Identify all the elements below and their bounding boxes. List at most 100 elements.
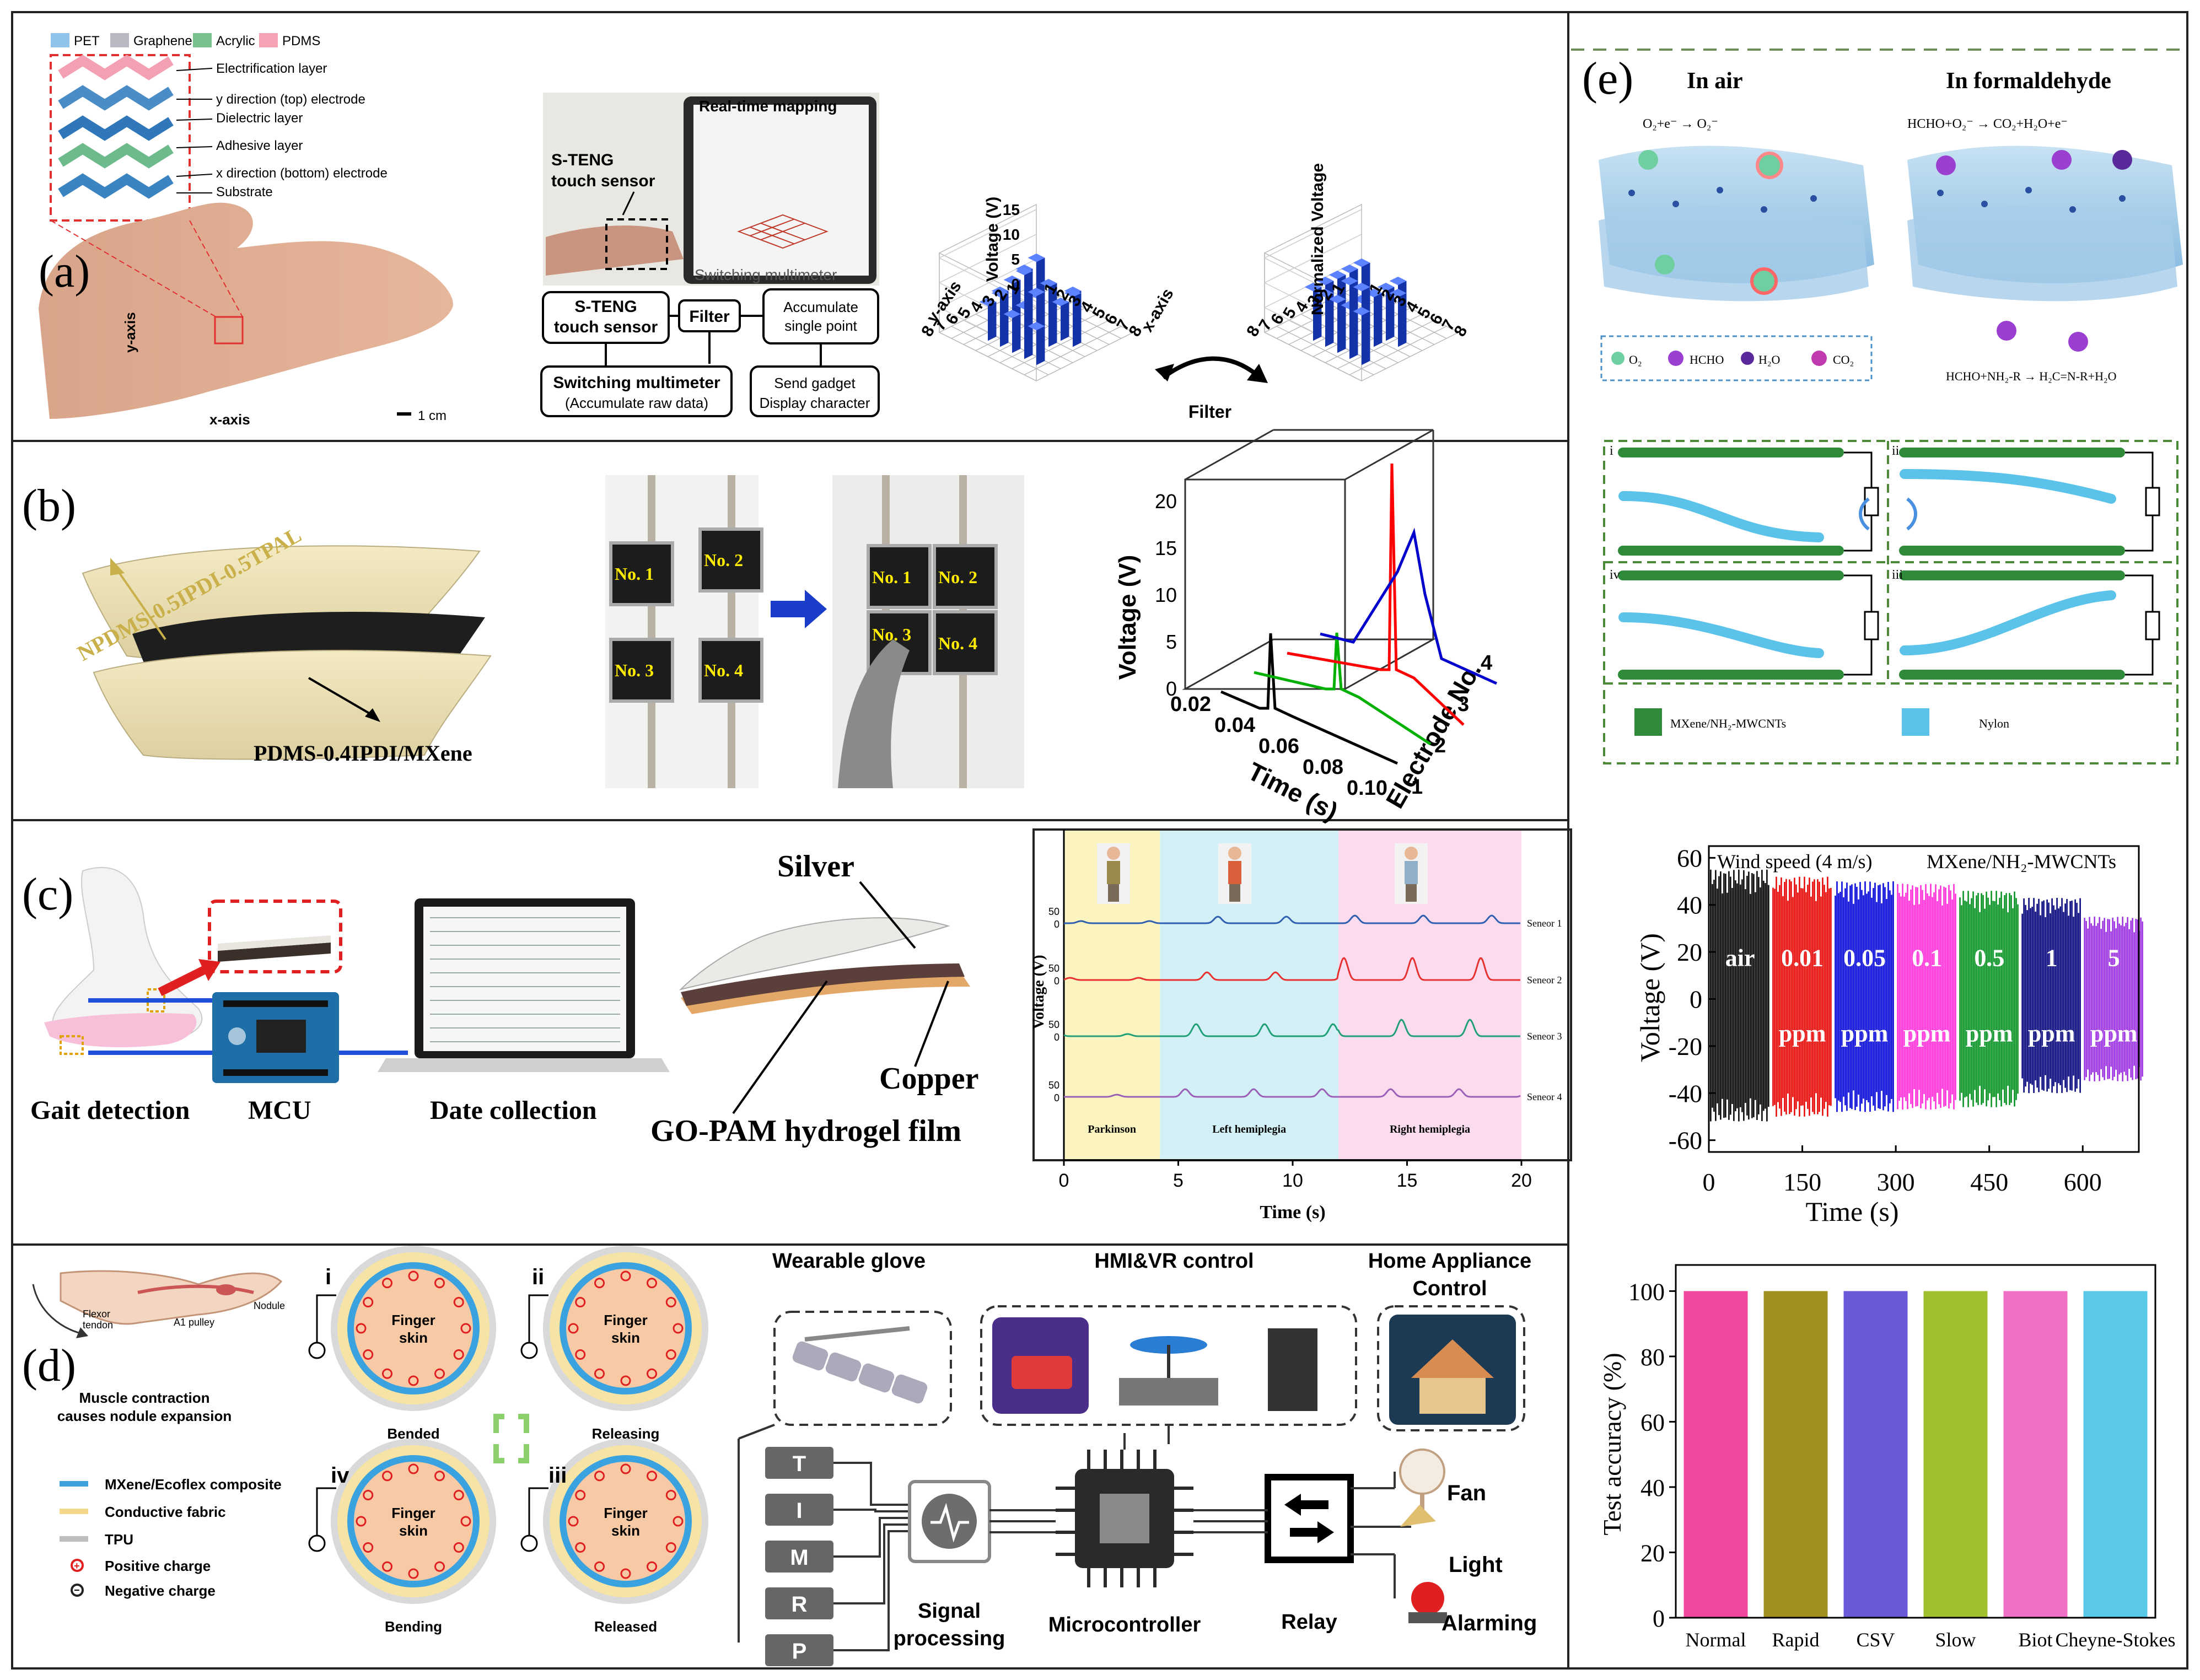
material-legend: PET Graphene Acrylic PDMS xyxy=(51,33,320,49)
floor-grid-line xyxy=(1024,326,1122,375)
photo-mapping-label: Real-time mapping xyxy=(699,98,837,115)
gait-series-1 xyxy=(1064,914,1520,924)
mode-label-iii: iii xyxy=(1892,568,1903,582)
x-tick-label: Slow xyxy=(1935,1629,1976,1651)
person-legs-icon xyxy=(1229,884,1240,902)
finger-skin xyxy=(354,1462,473,1581)
positive-charge-icon xyxy=(594,1561,605,1572)
legend-pdms: PDMS xyxy=(282,34,320,49)
bar-3d-top xyxy=(1003,276,1021,284)
mode-label-i: i xyxy=(1610,444,1613,458)
panel-a: PET Graphene Acrylic PDMS Electrificatio… xyxy=(39,33,1471,428)
signal-processing-block: Signal processing xyxy=(894,1480,1005,1650)
y-axis-label: Voltage (V) xyxy=(1030,955,1047,1029)
layer-label-4: Adhesive layer xyxy=(216,138,303,153)
x-tick-label: 10 xyxy=(1282,1170,1303,1191)
key-wire xyxy=(833,1517,910,1558)
key-label: P xyxy=(792,1639,807,1663)
series-label: Seneor 2 xyxy=(1527,974,1562,986)
region-band xyxy=(1338,830,1521,1160)
bar-3d-side xyxy=(1012,314,1021,353)
bar-3d-top xyxy=(1028,322,1045,331)
wire xyxy=(528,1487,548,1536)
positive-charge-icon xyxy=(434,1561,445,1572)
flow-filter: Filter xyxy=(689,308,730,326)
finger-legend: MXene/Ecoflex composite Conductive fabri… xyxy=(60,1476,282,1599)
micro-label: Microcontroller xyxy=(1048,1613,1201,1636)
bar-3d-top xyxy=(991,289,1009,298)
caption-line2: causes nodule expansion xyxy=(57,1408,232,1424)
y-tick-label: 20 xyxy=(1155,490,1177,513)
finger-skin-label: skin xyxy=(399,1329,428,1346)
accuracy-bar xyxy=(1683,1291,1748,1618)
flow-accumulate-line2: single point xyxy=(784,317,857,334)
positive-charge-icon xyxy=(594,1471,605,1482)
positive-charge-icon xyxy=(620,1568,631,1579)
y-tick-label: 0 xyxy=(1054,1092,1059,1103)
photo-sensor-label-1: S-TENG xyxy=(551,151,614,169)
mcu-board-icon xyxy=(212,992,339,1083)
pad-label-2: No. 2 xyxy=(704,550,743,570)
z-tick-label: 2 xyxy=(1434,734,1446,757)
glove-title: Wearable glove xyxy=(772,1250,926,1273)
voltmeter-icon xyxy=(520,1342,538,1359)
x-tick-label: 0.04 xyxy=(1214,714,1255,737)
segment-label: 0.05 xyxy=(1843,945,1886,972)
pad-label-3: No. 3 xyxy=(615,660,654,680)
finger-illustration: Flexor tendon A1 pulley Nodule xyxy=(32,1270,285,1338)
label-mcu: MCU xyxy=(248,1096,311,1125)
film-layer-illustration xyxy=(82,545,492,760)
bar-3d-side xyxy=(1362,311,1370,365)
legend-positive: Positive charge xyxy=(105,1558,211,1574)
gait-series-2 xyxy=(1063,957,1520,981)
filter-arrow-label: Filter xyxy=(1188,402,1231,422)
x-tick-label: 0.10 xyxy=(1347,777,1387,800)
positive-charge-icon xyxy=(665,1490,676,1500)
finger-skin-label: skin xyxy=(611,1522,640,1539)
bar-3d-top xyxy=(1316,289,1334,298)
segment-label: 1 xyxy=(2046,945,2058,972)
y-axis-label: Voltage (V) xyxy=(1634,933,1665,1062)
hmi-illustration xyxy=(992,1317,1317,1414)
z-tick-label: 10 xyxy=(1003,226,1020,243)
home-title-line2: Control xyxy=(1412,1277,1487,1300)
positive-charge-icon xyxy=(568,1516,579,1527)
person-head-icon xyxy=(1405,847,1418,860)
mat-legend-nylon: Nylon xyxy=(1979,717,2009,730)
floor-grid-line xyxy=(1349,326,1447,375)
state-number: i xyxy=(325,1265,331,1289)
x-tick-label: 300 xyxy=(1877,1168,1915,1196)
series-label: Seneor 3 xyxy=(1527,1031,1562,1042)
bar-3d-side xyxy=(1000,293,1009,347)
accuracy-bar xyxy=(1923,1291,1988,1618)
positive-charge-icon xyxy=(382,1561,392,1572)
series-label: Seneor 4 xyxy=(1527,1091,1562,1102)
finger-skin-label: Finger xyxy=(391,1505,435,1521)
state-number: iii xyxy=(548,1463,567,1488)
state-number: ii xyxy=(532,1265,544,1289)
positive-charge-icon xyxy=(453,1542,464,1553)
laptop-icon xyxy=(378,898,670,1072)
hydrogel-film-illustration xyxy=(679,881,970,1114)
panel-d: (d) Flexor tendon A1 pulley Nodule Muscl… xyxy=(22,1246,1537,1666)
relay-label: Relay xyxy=(1281,1611,1337,1634)
label-copper: Copper xyxy=(879,1062,978,1096)
panel-e: (e) In air In formaldehyde O₂+e⁻ → O₂⁻ H… xyxy=(1571,49,2183,1651)
x-tick-label: 5 xyxy=(1173,1170,1184,1191)
positive-charge-icon xyxy=(382,1471,392,1482)
label-gait-detection: Gait detection xyxy=(30,1096,190,1125)
filter-arrow: Filter xyxy=(1155,356,1268,422)
layer-label-3: Dielectric layer xyxy=(216,111,303,126)
key-i xyxy=(765,1494,833,1526)
x-tick-label: 600 xyxy=(2064,1168,2102,1196)
bar-3d-side xyxy=(1073,293,1082,347)
svg-text:No. 3: No. 3 xyxy=(872,624,911,644)
y-tick-label: 10 xyxy=(1155,584,1177,606)
legend-mxene: MXene/Ecoflex composite xyxy=(105,1476,282,1493)
bar-3d-side xyxy=(1374,293,1383,347)
hand-label-flexor: Flexor xyxy=(83,1309,110,1320)
y-tick-label: 0 xyxy=(1690,986,1702,1014)
